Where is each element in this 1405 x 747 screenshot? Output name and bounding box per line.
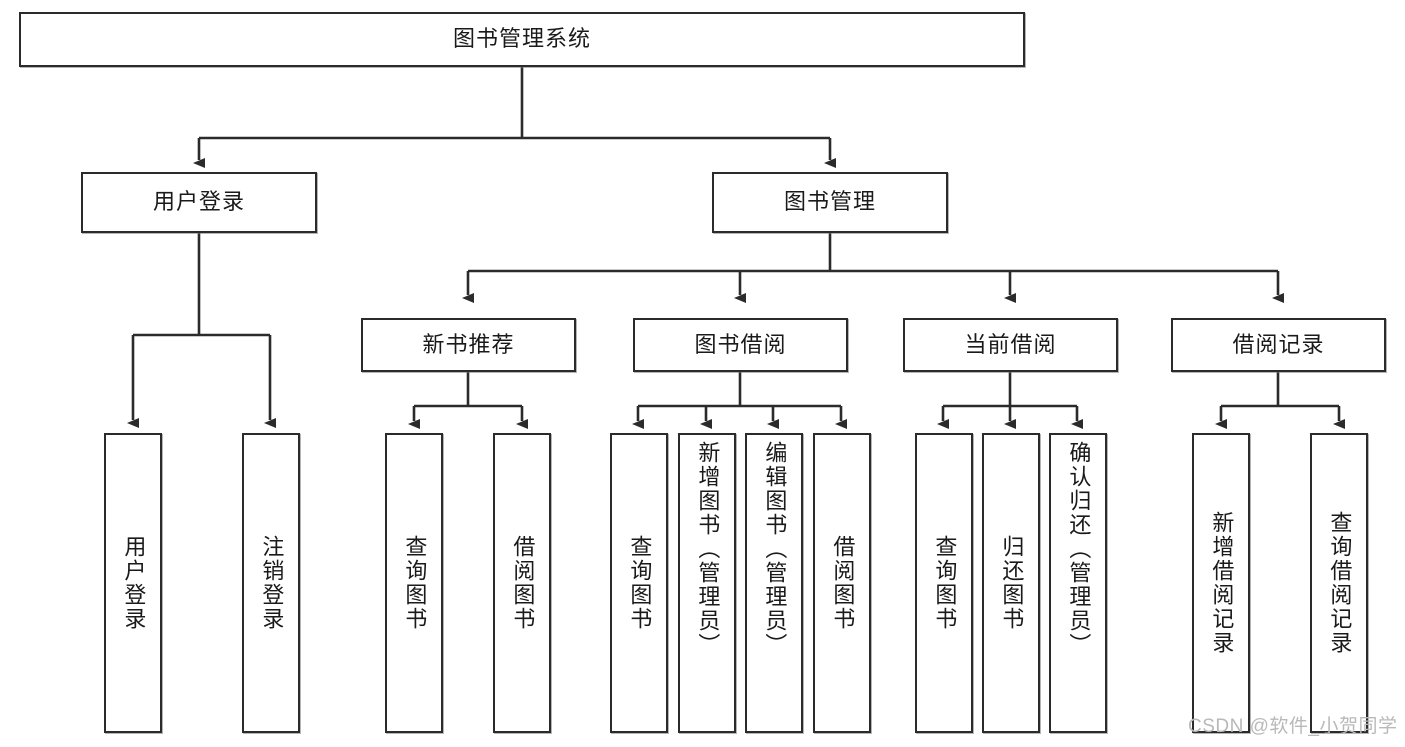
- leaf-user-login[interactable]: 用户登录: [104, 433, 162, 733]
- node-label: 借阅记录: [1232, 331, 1325, 357]
- leaf-confirm-return-admin[interactable]: 确认归还（管理员）: [1049, 433, 1107, 733]
- node-label: 查询图书: [932, 535, 958, 631]
- node-label: 注销登录: [259, 535, 285, 631]
- node-label: 查询借阅记录: [1327, 511, 1353, 655]
- leaf-borrow-book-borrow[interactable]: 借阅图书: [813, 433, 871, 733]
- node-label: 编辑图书（管理员）: [762, 441, 788, 657]
- node-book-borrow[interactable]: 图书借阅: [633, 318, 848, 372]
- leaf-query-book-current[interactable]: 查询图书: [915, 433, 973, 733]
- leaf-logout-login[interactable]: 注销登录: [242, 433, 300, 733]
- leaf-add-borrow-record[interactable]: 新增借阅记录: [1192, 433, 1250, 733]
- node-user-login[interactable]: 用户登录: [81, 172, 317, 233]
- node-label: 查询图书: [402, 535, 428, 631]
- node-label: 确认归还（管理员）: [1066, 441, 1092, 657]
- leaf-borrow-book-recommend[interactable]: 借阅图书: [493, 433, 551, 733]
- node-label: 新增图书（管理员）: [695, 441, 721, 657]
- node-label: 新增借阅记录: [1209, 511, 1235, 655]
- node-new-book-recommend[interactable]: 新书推荐: [361, 318, 576, 372]
- node-label: 借阅图书: [830, 535, 856, 631]
- leaf-edit-book-admin[interactable]: 编辑图书（管理员）: [745, 433, 803, 733]
- node-label: 归还图书: [999, 535, 1025, 631]
- leaf-query-book-recommend[interactable]: 查询图书: [385, 433, 443, 733]
- node-label: 借阅图书: [510, 535, 536, 631]
- node-root-book-management-system[interactable]: 图书管理系统: [19, 12, 1025, 67]
- node-label: 当前借阅: [964, 331, 1057, 357]
- leaf-return-book[interactable]: 归还图书: [982, 433, 1040, 733]
- leaf-add-book-admin[interactable]: 新增图书（管理员）: [678, 433, 736, 733]
- node-label: 新书推荐: [422, 331, 515, 357]
- node-label: 用户登录: [121, 535, 147, 631]
- node-label: 查询图书: [627, 535, 653, 631]
- csdn-watermark: CSDN @软件_小贺同学: [1188, 716, 1398, 737]
- node-book-management[interactable]: 图书管理: [712, 172, 948, 233]
- node-current-borrow[interactable]: 当前借阅: [903, 318, 1118, 372]
- node-label: 图书借阅: [694, 331, 787, 357]
- node-label: 图书管理: [783, 189, 876, 215]
- node-borrow-record[interactable]: 借阅记录: [1171, 318, 1386, 372]
- leaf-query-borrow-record[interactable]: 查询借阅记录: [1310, 433, 1368, 733]
- node-label: 图书管理系统: [452, 26, 591, 52]
- leaf-query-book-borrow[interactable]: 查询图书: [610, 433, 668, 733]
- node-label: 用户登录: [152, 189, 245, 215]
